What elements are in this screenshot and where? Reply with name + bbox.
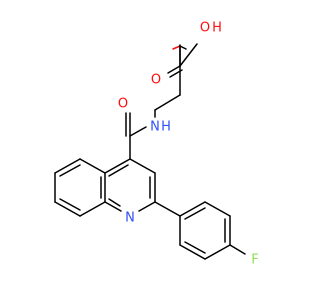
bond-c-oh <box>179 43 198 67</box>
bond-oh-carbon <box>179 45 187 50</box>
bond-p1-p2 <box>179 201 206 217</box>
bond-c-f <box>229 244 246 255</box>
bond-p4-p5 <box>204 244 231 260</box>
bond-c4a-c4-inner <box>108 164 129 177</box>
bond-c-o-double-1 <box>167 65 181 74</box>
bond-c4a-c4 <box>104 158 131 174</box>
bond-c8-c8a <box>79 201 106 217</box>
bond-n-camide <box>129 126 147 137</box>
bond-c2-aryl <box>154 201 181 217</box>
ring-nitrogen-label: N <box>125 211 135 226</box>
bond-p5-p6 <box>179 244 206 260</box>
bond-c4-c3-inner <box>132 166 151 177</box>
bond-c5-c6-inner <box>59 164 81 177</box>
fluorine-label: F <box>251 253 258 268</box>
bond-c4a-c5 <box>79 158 106 174</box>
bond-c5-c6 <box>54 158 81 174</box>
bond-n1-c8a-inner <box>108 198 121 207</box>
bond-c2-n1 <box>138 201 156 212</box>
bond-oh <box>172 45 181 50</box>
oh-hydrogen-label: H <box>212 21 222 36</box>
acid-carbonyl-oxygen-label: O <box>151 73 161 88</box>
structure-canvas: O H O O N H N F <box>54 21 259 268</box>
bond-p5-p6-inner <box>184 241 206 254</box>
bond-c7-c8-inner <box>59 198 81 211</box>
bond-p2-p3 <box>204 201 231 217</box>
amide-carbonyl-oxygen-label: O <box>118 97 128 112</box>
amide-hydrogen-label: H <box>161 120 171 135</box>
molecule-drawing: O H O O N H N F <box>54 21 259 268</box>
bond-p1-p2-inner <box>184 207 206 220</box>
oh-oxygen-label: O <box>200 21 210 36</box>
bond-n1-c8a <box>104 201 122 212</box>
amide-nitrogen-label: N <box>150 120 160 135</box>
bond-ch2-ch2 <box>154 94 181 111</box>
bond-c4-c3 <box>129 158 156 174</box>
bond-c7-c8 <box>54 201 81 217</box>
